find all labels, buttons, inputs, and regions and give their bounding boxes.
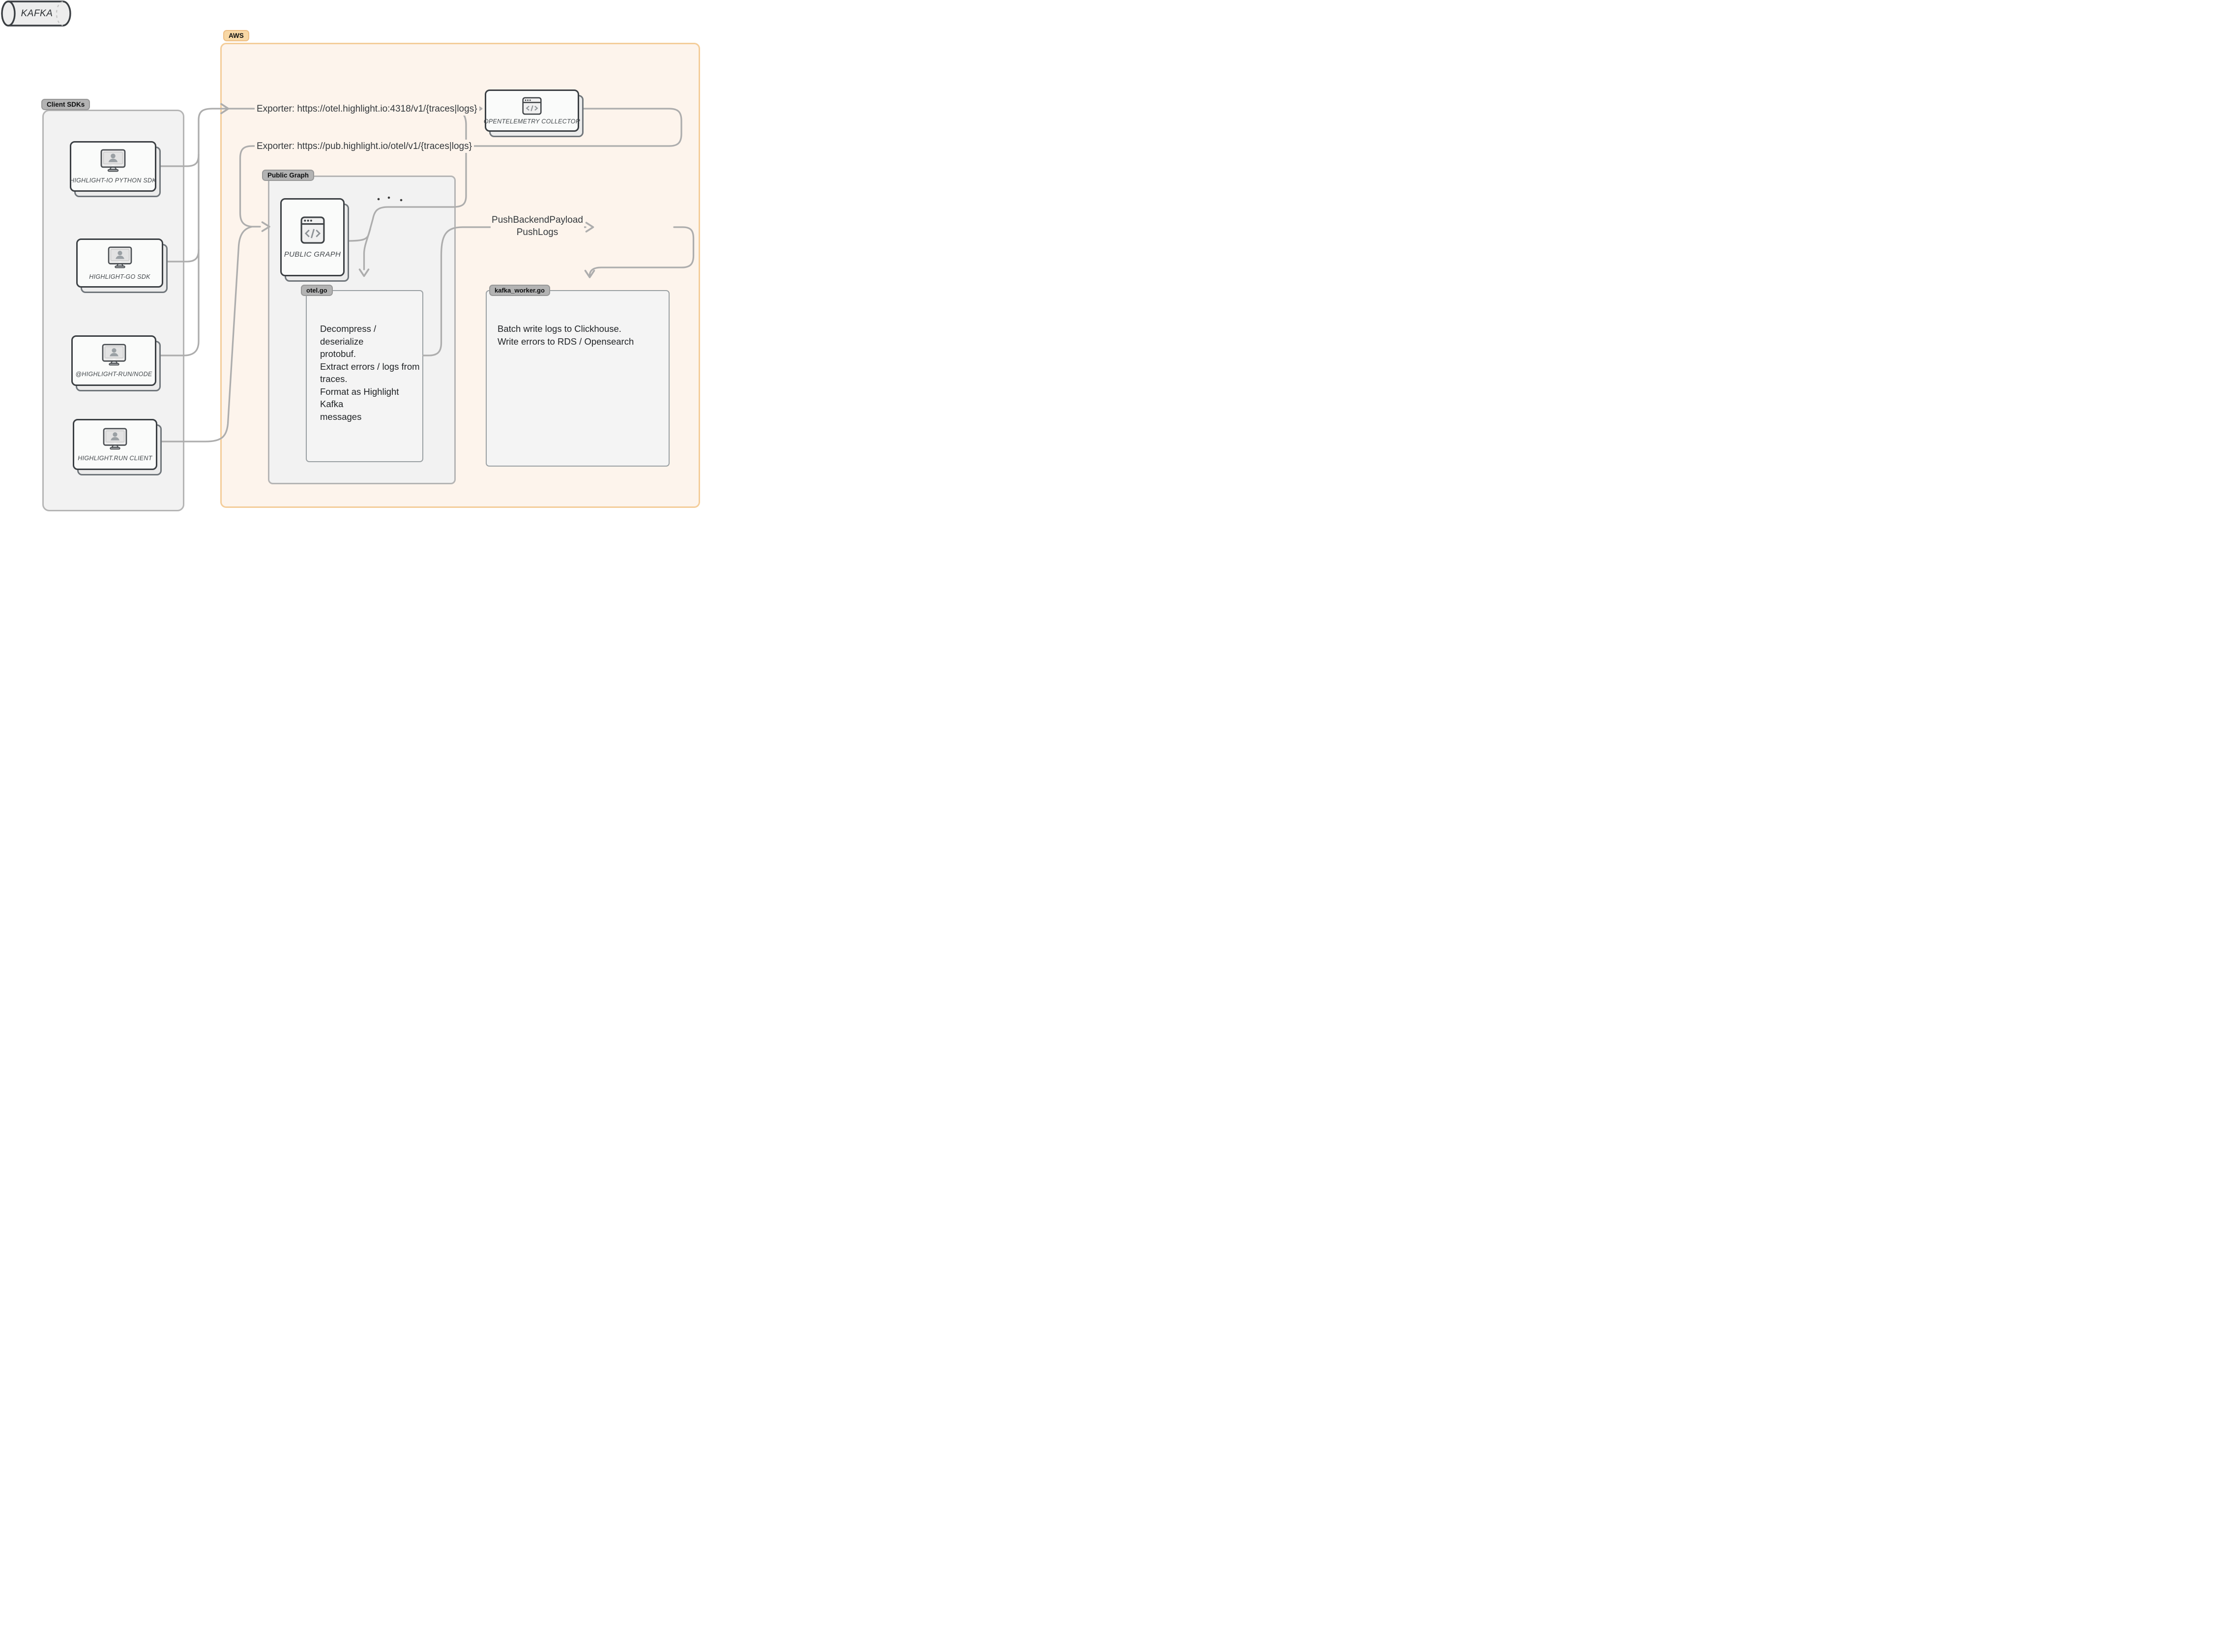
otel-go-description: Decompress / deserialize protobuf. Extra…: [320, 324, 420, 422]
node-go-sdk: HIGHLIGHT-GO SDK: [76, 238, 168, 293]
node-python-sdk: HIGHLIGHT-IO PYTHON SDK: [70, 141, 161, 197]
node-label: HIGHLIGHT.RUN CLIENT: [78, 454, 152, 462]
browser-code-icon: [522, 97, 542, 115]
edge-label-exporter-otel: Exporter: https://otel.highlight.io:4318…: [255, 102, 479, 116]
kafka-worker-description: Batch write logs to Clickhouse. Write er…: [498, 324, 634, 347]
node-label: OPENTELEMETRY COLLECTOR: [483, 118, 581, 125]
kafka-label: KAFKA: [21, 8, 53, 19]
aws-badge: AWS: [223, 30, 249, 41]
node-node-sdk: @HIGHLIGHT-RUN/NODE: [71, 335, 161, 391]
node-run-client: HIGHLIGHT.RUN CLIENT: [73, 419, 162, 475]
kafka-worker-badge: kafka_worker.go: [489, 285, 550, 296]
node-label: HIGHLIGHT-GO SDK: [89, 273, 150, 280]
node-otel-collector: OPENTELEMETRY COLLECTOR: [483, 89, 584, 137]
public-graph-badge: Public Graph: [262, 170, 315, 181]
node-label: @HIGHLIGHT-RUN/NODE: [75, 371, 152, 378]
node-label: HIGHLIGHT-IO PYTHON SDK: [70, 177, 156, 184]
edge-label-push-kafka: PushBackendPayload PushLogs: [491, 214, 584, 238]
otel-go-box: [306, 290, 423, 462]
node-kafka: KAFKA: [0, 0, 79, 27]
architecture-diagram: Client SDKs AWS Public Graph otel.go kaf…: [0, 0, 744, 551]
kafka-worker-box: [486, 290, 670, 467]
desktop-user-icon: [103, 427, 127, 449]
client-sdks-badge: Client SDKs: [41, 99, 90, 110]
desktop-user-icon: [102, 344, 126, 366]
browser-code-icon: [300, 216, 324, 244]
desktop-user-icon: [100, 149, 126, 172]
node-public-graph: PUBLIC GRAPH: [280, 198, 349, 282]
otel-go-badge: otel.go: [301, 285, 333, 296]
edge-label-exporter-pub: Exporter: https://pub.highlight.io/otel/…: [255, 140, 474, 153]
kafka-cylinder-icon: [1, 0, 71, 27]
desktop-user-icon: [108, 246, 132, 268]
node-label: PUBLIC GRAPH: [284, 250, 341, 259]
